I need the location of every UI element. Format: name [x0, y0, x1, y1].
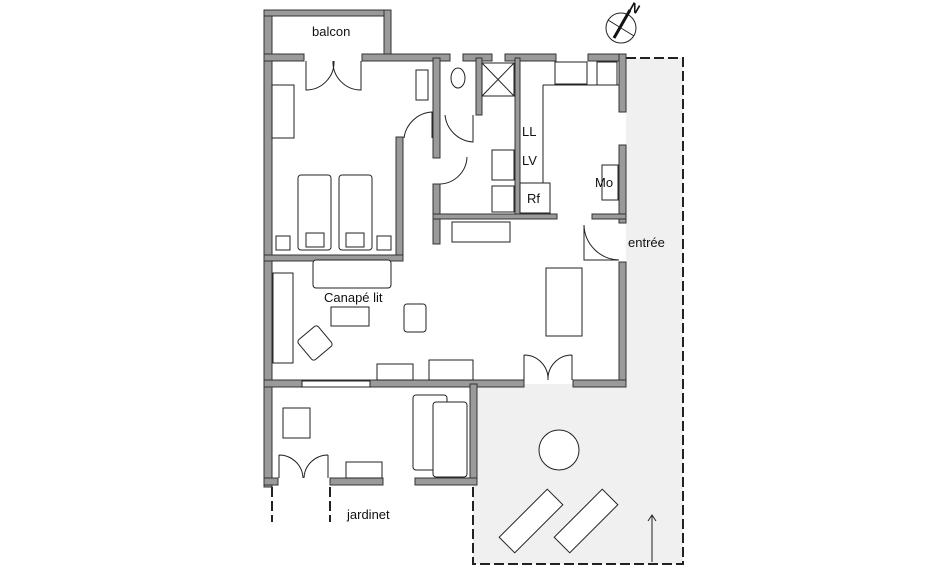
garden-fence: [271, 487, 331, 522]
bedroom-furniture: [271, 69, 429, 251]
entrance-terrace: [626, 58, 683, 384]
bathroom-kitchen-fixtures: [450, 61, 619, 243]
dining-table: [545, 267, 583, 337]
armchair: [403, 303, 427, 333]
doors: [278, 60, 620, 479]
bed: [297, 174, 332, 251]
bed: [338, 174, 373, 251]
bed: [432, 401, 468, 478]
microwave: [601, 164, 619, 201]
sun-lounger: [553, 488, 619, 554]
fireplace: [428, 359, 474, 381]
label-washing-machine: LV: [522, 153, 537, 168]
toilet: [450, 67, 466, 89]
fridge: [519, 182, 551, 214]
coffee-table: [330, 306, 370, 327]
sofa-bed: [312, 259, 392, 289]
label-balcony: balcon: [312, 24, 350, 39]
label-entrance: entrée: [628, 235, 665, 250]
compass-north-label: N: [627, 0, 643, 17]
label-dishwasher: LL: [522, 124, 536, 139]
cooktop: [596, 61, 618, 86]
label-fridge: Rf: [527, 191, 540, 206]
terrace-boundary: [472, 57, 684, 565]
compass-icon: [605, 9, 637, 44]
walls: [263, 9, 627, 488]
label-garden: jardinet: [346, 507, 390, 522]
armchair: [297, 325, 333, 361]
round-table: [538, 429, 580, 471]
sun-lounger: [498, 488, 564, 554]
label-sofa-bed: Canapé lit: [324, 290, 383, 305]
kitchen-sink: [554, 61, 588, 85]
living-furniture: [272, 259, 657, 562]
label-microwave: Mo: [595, 175, 613, 190]
